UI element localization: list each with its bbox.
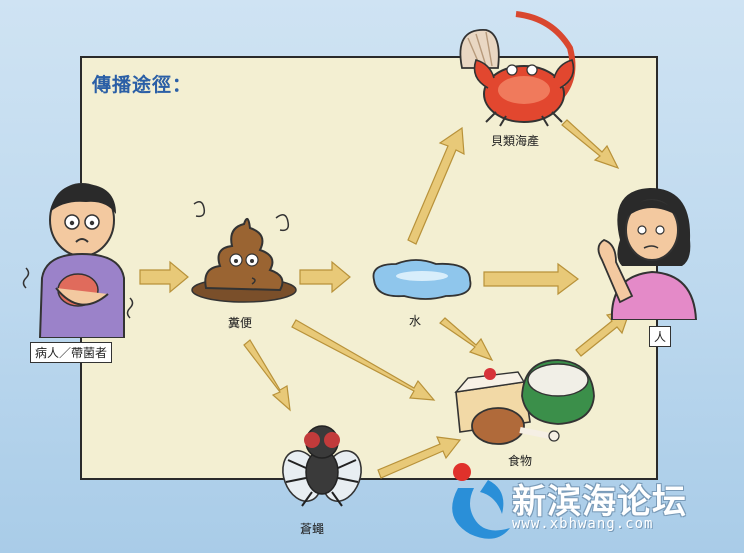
diagram-title: 傳播途徑： — [92, 74, 193, 96]
arrow-patient-to-feces — [139, 260, 189, 294]
arrow-shellfish-to-person — [561, 119, 620, 170]
label-patient: 病人／帶菌者 — [30, 342, 113, 363]
label-flies: 蒼蠅 — [300, 522, 325, 536]
feces-figure — [191, 201, 297, 303]
arrow-water-to-person — [483, 262, 579, 296]
food-figure — [454, 359, 595, 445]
label-person: 人 — [649, 326, 672, 347]
flies-figure — [282, 425, 362, 507]
watermark-url: www.xbhwang.com — [512, 516, 654, 532]
person-figure — [597, 188, 698, 320]
label-water: 水 — [409, 314, 422, 328]
label-feces: 糞便 — [228, 316, 253, 330]
arrow-water-to-shellfish — [407, 126, 465, 245]
arrow-feces-to-food — [291, 319, 436, 401]
shellfish-figure — [459, 11, 576, 127]
label-food: 食物 — [508, 454, 533, 468]
water-figure — [372, 259, 472, 300]
arrow-food-to-person — [575, 309, 631, 357]
label-shellfish: 貝類海產 — [491, 134, 540, 148]
arrow-feces-to-water — [299, 260, 351, 294]
watermark-logo-icon — [452, 463, 510, 539]
patient-figure — [22, 183, 134, 338]
arrow-flies-to-food — [377, 436, 462, 479]
arrow-water-to-food — [439, 317, 494, 362]
watermark-name: 新滨海论坛 — [512, 482, 687, 522]
arrow-feces-to-flies — [243, 339, 291, 412]
